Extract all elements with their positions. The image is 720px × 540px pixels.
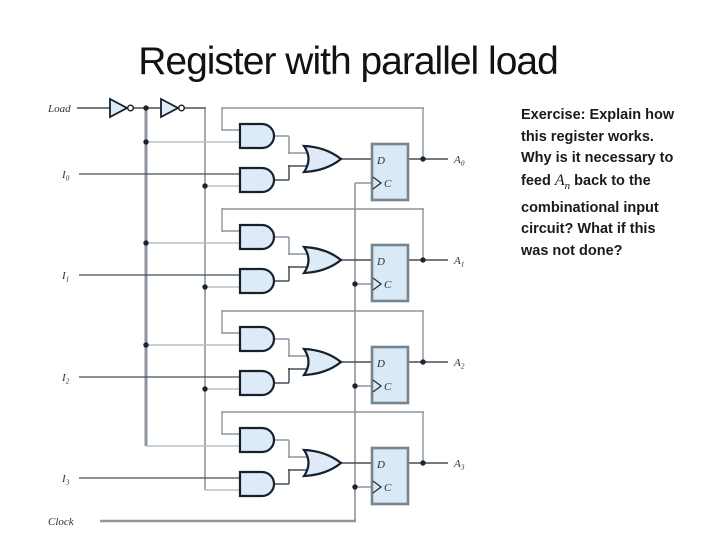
output-label-0: A0: [453, 154, 465, 168]
and-gate-lower-0: [238, 166, 276, 194]
output-label-1: A1: [453, 255, 464, 269]
junction-dot: [352, 484, 358, 490]
page-title: Register with parallel load: [138, 40, 559, 83]
junction-dot: [143, 139, 149, 145]
clock-wedge-icon: [372, 379, 383, 393]
input-label-0: I0: [61, 169, 70, 183]
junction-dot: [420, 156, 426, 162]
or-gate-0: [301, 144, 343, 174]
exercise-line: Exercise: Explain how: [521, 107, 675, 123]
math-symbol: An: [554, 171, 571, 192]
and-gate-lower-1: [238, 267, 276, 295]
exercise-line: circuit? What if this: [521, 221, 656, 238]
junction-dot: [143, 240, 149, 246]
ff-d-label: D: [376, 358, 385, 370]
ff-d-label: D: [376, 459, 385, 471]
junction-dot: [420, 257, 426, 263]
d-flipflop-3: [370, 446, 410, 506]
junction-dot: [202, 284, 208, 290]
d-flipflop-1: [370, 243, 410, 303]
and-gate-upper-2: [238, 325, 276, 353]
junction-dot: [202, 386, 208, 392]
load-label: Load: [47, 103, 71, 115]
ff-d-label: D: [376, 256, 385, 268]
and-gate-upper-1: [238, 223, 276, 251]
inverter-2: [160, 97, 180, 119]
inverter-1: [109, 97, 129, 119]
or-gate-2: [301, 347, 343, 377]
junction-dot: [420, 359, 426, 365]
ff-c-label: C: [384, 279, 392, 291]
junction-dot: [352, 281, 358, 287]
ff-c-label: C: [384, 482, 392, 494]
exercise-line: was not done?: [521, 242, 623, 259]
junction-dot: [143, 342, 149, 348]
junction-dot: [420, 460, 426, 466]
ff-c-label: C: [384, 178, 392, 190]
input-label-1: I1: [61, 270, 69, 284]
junction-dot: [202, 183, 208, 189]
input-label-3: I3: [61, 473, 70, 487]
output-label-2: A2: [453, 357, 465, 371]
inverter-bubble-icon: [177, 104, 185, 112]
junction-dot: [352, 383, 358, 389]
ff-d-label: D: [376, 155, 385, 167]
ff-c-label: C: [384, 381, 392, 393]
or-gate-3: [301, 448, 343, 478]
d-flipflop-0: [370, 142, 410, 202]
exercise-line: feed An back to the: [521, 171, 651, 192]
clock-label: Clock: [48, 516, 75, 528]
and-gate-upper-0: [238, 122, 276, 150]
exercise-line: combinational input: [521, 199, 659, 216]
and-gate-lower-2: [238, 369, 276, 397]
clock-wedge-icon: [372, 480, 383, 494]
and-gate-lower-3: [238, 470, 276, 498]
exercise-text: Exercise: Explain how this register works…: [521, 105, 720, 262]
junction-dot: [143, 105, 149, 111]
and-gate-upper-3: [238, 426, 276, 454]
exercise-line: this register works.: [521, 128, 654, 145]
input-label-2: I2: [61, 372, 70, 386]
or-gate-1: [301, 245, 343, 275]
output-label-3: A3: [453, 458, 465, 472]
inverter-bubble-icon: [126, 104, 134, 112]
d-flipflop-2: [370, 345, 410, 405]
clock-wedge-icon: [372, 176, 383, 190]
exercise-line: Why is it necessary to: [521, 150, 674, 167]
clock-wedge-icon: [372, 277, 383, 291]
